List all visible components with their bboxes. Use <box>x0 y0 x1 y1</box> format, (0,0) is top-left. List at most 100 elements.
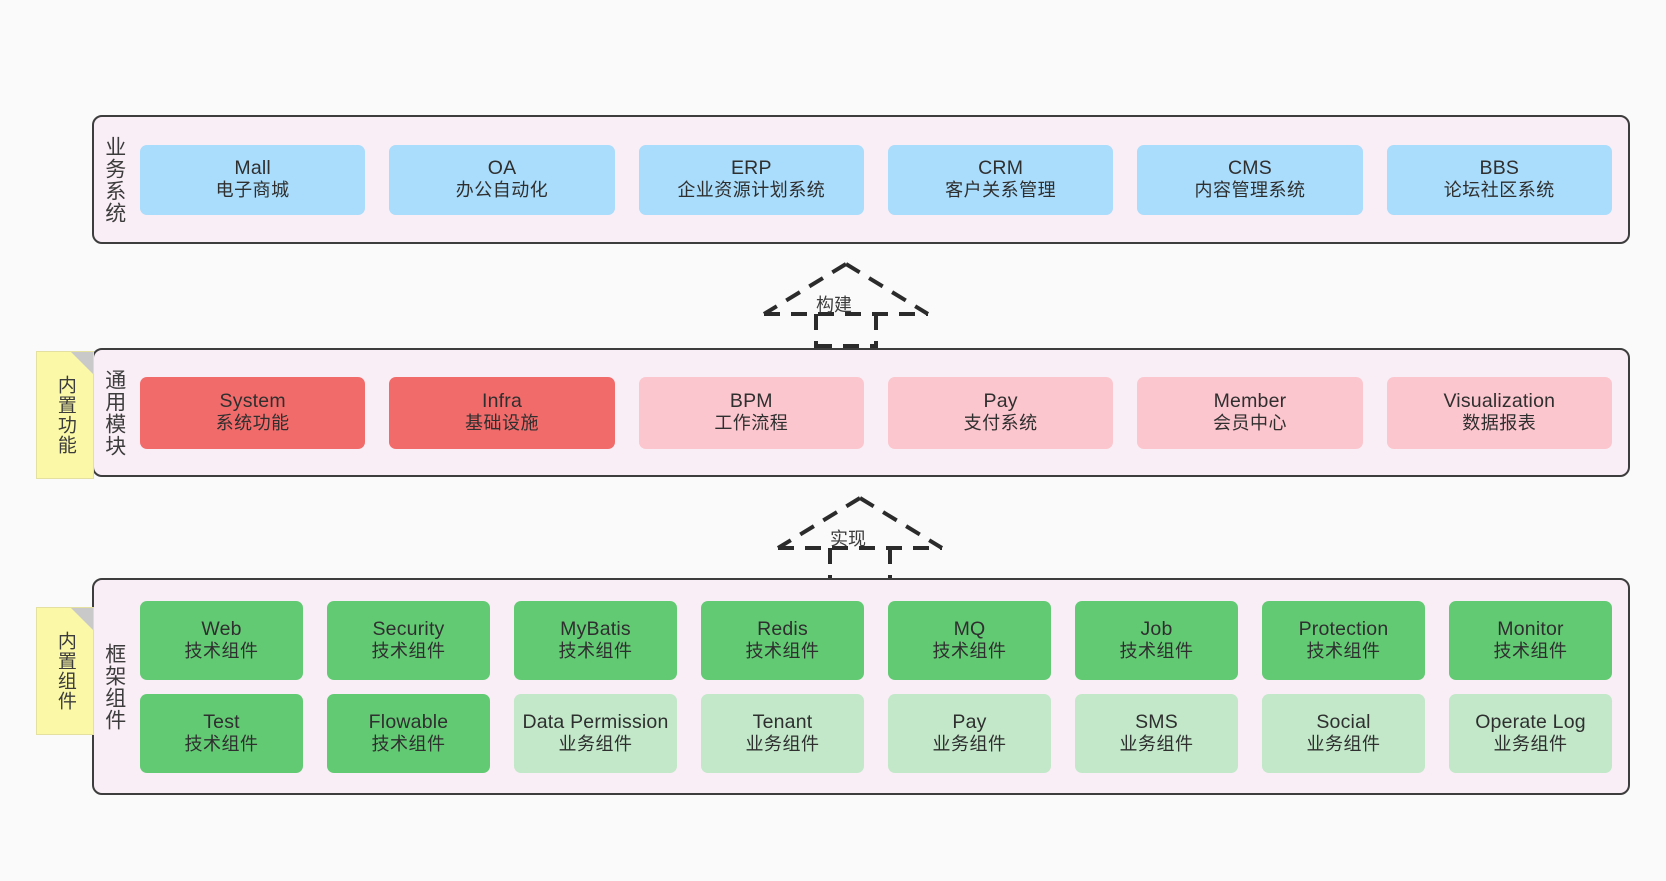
node-title-cn: 内容管理系统 <box>1194 180 1306 201</box>
node-row: System 系统功能 Infra 基础设施 BPM 工作流程 Pay 支付系统… <box>140 376 1612 449</box>
node-social[interactable]: Social 业务组件 <box>1262 693 1425 773</box>
note-builtin-components[interactable]: 内置组件 <box>36 607 94 735</box>
node-title-en: BBS <box>1479 157 1520 180</box>
node-title-en: Job <box>1140 617 1173 640</box>
node-title-en: Tenant <box>752 710 813 733</box>
note-fold-corner-icon <box>71 608 93 630</box>
connector-realize-label: 实现 <box>830 529 866 549</box>
node-title-cn: 技术组件 <box>1493 640 1568 661</box>
node-title-cn: 论坛社区系统 <box>1443 180 1555 201</box>
node-title-cn: 企业资源计划系统 <box>677 180 826 201</box>
node-title-cn: 技术组件 <box>184 640 259 661</box>
node-system[interactable]: System 系统功能 <box>140 376 366 449</box>
node-job[interactable]: Job 技术组件 <box>1075 600 1238 680</box>
node-title-en: Protection <box>1298 617 1389 640</box>
layer-business-system: 业务系统 Mall 电子商城 OA 办公自动化 ERP 企业资源计划系统 CRM… <box>92 115 1630 244</box>
node-title-en: CRM <box>978 157 1024 180</box>
node-erp[interactable]: ERP 企业资源计划系统 <box>638 144 864 215</box>
node-title-cn: 业务组件 <box>558 733 633 754</box>
layer-body-common-module: System 系统功能 Infra 基础设施 BPM 工作流程 Pay 支付系统… <box>134 350 1628 475</box>
node-security[interactable]: Security 技术组件 <box>327 600 490 680</box>
connector-build-label: 构建 <box>816 295 852 315</box>
node-protection[interactable]: Protection 技术组件 <box>1262 600 1425 680</box>
node-title-cn: 系统功能 <box>215 413 290 434</box>
node-title-en: Pay <box>952 710 987 733</box>
node-redis[interactable]: Redis 技术组件 <box>701 600 864 680</box>
layer-body-business-system: Mall 电子商城 OA 办公自动化 ERP 企业资源计划系统 CRM 客户关系… <box>134 117 1628 242</box>
node-pay-business[interactable]: Pay 业务组件 <box>888 693 1051 773</box>
node-title-en: System <box>219 390 286 413</box>
node-sms[interactable]: SMS 业务组件 <box>1075 693 1238 773</box>
node-title-en: Operate Log <box>1475 710 1586 733</box>
node-title-cn: 技术组件 <box>1306 640 1381 661</box>
node-web[interactable]: Web 技术组件 <box>140 600 303 680</box>
node-title-en: Security <box>372 617 445 640</box>
node-title-cn: 技术组件 <box>745 640 820 661</box>
node-bbs[interactable]: BBS 论坛社区系统 <box>1386 144 1612 215</box>
node-title-cn: 技术组件 <box>558 640 633 661</box>
node-test[interactable]: Test 技术组件 <box>140 693 303 773</box>
node-mall[interactable]: Mall 电子商城 <box>140 144 366 215</box>
node-member[interactable]: Member 会员中心 <box>1137 376 1363 449</box>
node-operate-log[interactable]: Operate Log 业务组件 <box>1449 693 1612 773</box>
node-title-cn: 办公自动化 <box>455 180 549 201</box>
node-title-en: Web <box>201 617 242 640</box>
node-mq[interactable]: MQ 技术组件 <box>888 600 1051 680</box>
node-title-cn: 业务组件 <box>932 733 1007 754</box>
node-title-en: Flowable <box>368 710 449 733</box>
node-row: Mall 电子商城 OA 办公自动化 ERP 企业资源计划系统 CRM 客户关系… <box>140 144 1612 215</box>
node-title-en: Visualization <box>1443 390 1556 413</box>
node-title-cn: 技术组件 <box>371 640 446 661</box>
node-flowable[interactable]: Flowable 技术组件 <box>327 693 490 773</box>
node-title-cn: 业务组件 <box>745 733 820 754</box>
node-title-cn: 会员中心 <box>1212 413 1287 434</box>
layer-title-common-module: 通用模块 <box>102 368 126 457</box>
node-title-cn: 技术组件 <box>1119 640 1194 661</box>
layer-framework-component: 框架组件 Web 技术组件 Security 技术组件 MyBatis 技术组件… <box>92 578 1630 795</box>
node-title-cn: 业务组件 <box>1119 733 1194 754</box>
node-title-cn: 数据报表 <box>1462 413 1537 434</box>
node-title-cn: 电子商城 <box>215 180 290 201</box>
note-builtin-function[interactable]: 内置功能 <box>36 351 94 479</box>
layer-title-business-system: 业务系统 <box>102 135 126 224</box>
node-title-en: Monitor <box>1497 617 1564 640</box>
node-title-cn: 工作流程 <box>714 413 789 434</box>
node-title-cn: 技术组件 <box>184 733 259 754</box>
node-row: Web 技术组件 Security 技术组件 MyBatis 技术组件 Redi… <box>140 600 1612 680</box>
node-title-en: Data Permission <box>522 710 669 733</box>
node-data-permission[interactable]: Data Permission 业务组件 <box>514 693 677 773</box>
node-crm[interactable]: CRM 客户关系管理 <box>887 144 1114 215</box>
node-title-en: Social <box>1316 710 1371 733</box>
node-title-cn: 业务组件 <box>1493 733 1568 754</box>
node-cms[interactable]: CMS 内容管理系统 <box>1137 144 1363 215</box>
node-title-en: Test <box>203 710 240 733</box>
node-title-en: CMS <box>1228 157 1272 180</box>
node-title-cn: 客户关系管理 <box>945 180 1057 201</box>
node-title-cn: 技术组件 <box>932 640 1007 661</box>
node-title-en: Mall <box>234 157 271 180</box>
node-visualization[interactable]: Visualization 数据报表 <box>1386 376 1612 449</box>
note-text: 内置功能 <box>54 375 76 455</box>
node-title-cn: 业务组件 <box>1306 733 1381 754</box>
node-title-cn: 基础设施 <box>464 413 539 434</box>
node-row: Test 技术组件 Flowable 技术组件 Data Permission … <box>140 693 1612 773</box>
node-monitor[interactable]: Monitor 技术组件 <box>1449 600 1612 680</box>
node-title-en: Redis <box>757 617 808 640</box>
note-fold-corner-icon <box>71 352 93 374</box>
node-title-en: Infra <box>481 390 522 413</box>
node-title-en: MQ <box>953 617 986 640</box>
node-pay[interactable]: Pay 支付系统 <box>887 376 1114 449</box>
node-infra[interactable]: Infra 基础设施 <box>389 376 615 449</box>
node-title-cn: 支付系统 <box>963 413 1038 434</box>
node-tenant[interactable]: Tenant 业务组件 <box>701 693 864 773</box>
node-oa[interactable]: OA 办公自动化 <box>389 144 615 215</box>
node-bpm[interactable]: BPM 工作流程 <box>638 376 864 449</box>
node-title-cn: 技术组件 <box>371 733 446 754</box>
node-mybatis[interactable]: MyBatis 技术组件 <box>514 600 677 680</box>
node-title-en: ERP <box>730 157 772 180</box>
layer-body-framework-component: Web 技术组件 Security 技术组件 MyBatis 技术组件 Redi… <box>134 580 1628 793</box>
node-title-en: OA <box>487 157 517 180</box>
note-text: 内置组件 <box>54 631 76 711</box>
node-title-en: Member <box>1213 390 1287 413</box>
